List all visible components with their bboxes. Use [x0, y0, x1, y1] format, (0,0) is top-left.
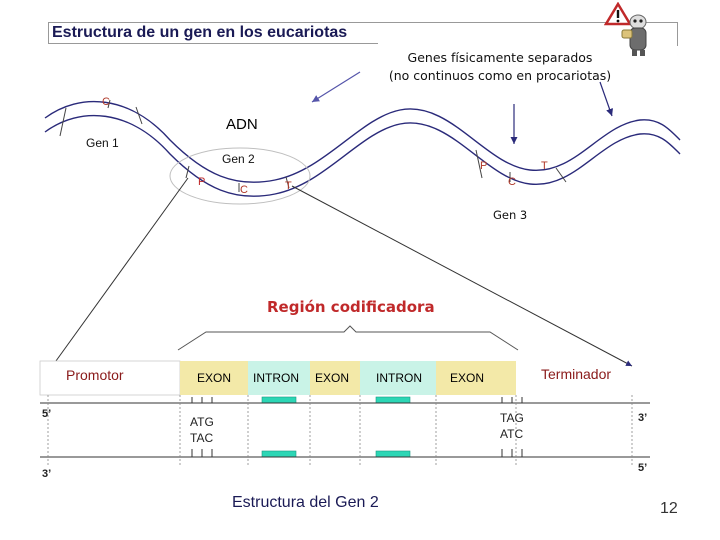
projection-line-left	[47, 177, 189, 373]
page-number: 12	[660, 500, 678, 517]
note-line-1: Genes físicamente separados	[407, 50, 593, 65]
terminator-label: Terminador	[541, 366, 612, 382]
gene2-marker-c: C	[240, 184, 248, 196]
intron-box-2	[360, 361, 436, 395]
segment-guide-lines	[47, 395, 633, 465]
intron-marker-1	[261, 396, 297, 404]
coding-region-brace	[177, 325, 519, 351]
dna-strand-upper	[44, 100, 681, 183]
stop-codon-top: TAG	[500, 411, 524, 425]
gene3-marker-t: T	[541, 160, 548, 172]
gene1-bracket	[59, 99, 143, 137]
segment-label-exon-3: EXON	[450, 371, 485, 385]
dna-strand-lower	[44, 114, 681, 197]
promoter-box	[39, 360, 181, 396]
intron-marker-2	[375, 396, 411, 404]
gene3-marker-p: P	[480, 160, 488, 172]
gene2-ellipse	[169, 147, 311, 205]
end-label-top-left: 5’	[42, 408, 52, 420]
note-arrow-right	[599, 81, 613, 117]
figure-caption: Estructura del Gen 2	[232, 494, 379, 511]
gene1-label: Gen 1	[86, 136, 119, 150]
segment-label-intron-1: INTRON	[253, 371, 299, 385]
page-title: Estructura de un gen en los eucariotas	[52, 24, 348, 41]
stop-codon-bottom: ATC	[500, 427, 524, 441]
exon-box-2	[310, 361, 360, 395]
title-frame-line	[378, 22, 678, 46]
gene2-ticks	[185, 165, 290, 192]
segment-label-intron-2: INTRON	[376, 371, 422, 385]
intron-box-1	[248, 361, 310, 395]
dna-label: ADN	[226, 116, 258, 133]
start-codon-top: ATG	[190, 415, 214, 429]
dna-double-strand	[44, 100, 681, 197]
gene3-ticks	[475, 149, 567, 183]
coding-region-label: Región codificadora	[267, 298, 435, 316]
title-frame	[48, 22, 378, 44]
gene2-marker-p: P	[198, 176, 206, 188]
intron-marker-4	[375, 450, 411, 458]
end-label-top-right: 3’	[638, 412, 648, 424]
end-label-bottom-left: 3’	[42, 468, 52, 480]
intron-marker-3	[261, 450, 297, 458]
codon-ticks	[191, 397, 523, 457]
end-label-bottom-right: 5’	[638, 462, 648, 474]
exon-box-1	[180, 361, 248, 395]
gene3-marker-c: C	[508, 176, 516, 188]
exon-box-3	[436, 361, 516, 395]
segment-label-exon-2: EXON	[315, 371, 350, 385]
segment-label-exon-1: EXON	[197, 371, 232, 385]
note-arrow-left	[311, 71, 361, 103]
gene2-label: Gen 2	[222, 152, 255, 166]
promoter-label: Promotor	[66, 367, 124, 383]
gene2-marker-t: T	[285, 180, 292, 192]
warning-icon	[603, 1, 654, 58]
note-line-2: (no continuos como en procariotas)	[388, 68, 612, 83]
gene3-label: Gen 3	[493, 208, 528, 222]
start-codon-bottom: TAC	[190, 431, 214, 445]
gene1-marker-c: C	[102, 96, 110, 108]
projection-line-right	[291, 185, 633, 367]
